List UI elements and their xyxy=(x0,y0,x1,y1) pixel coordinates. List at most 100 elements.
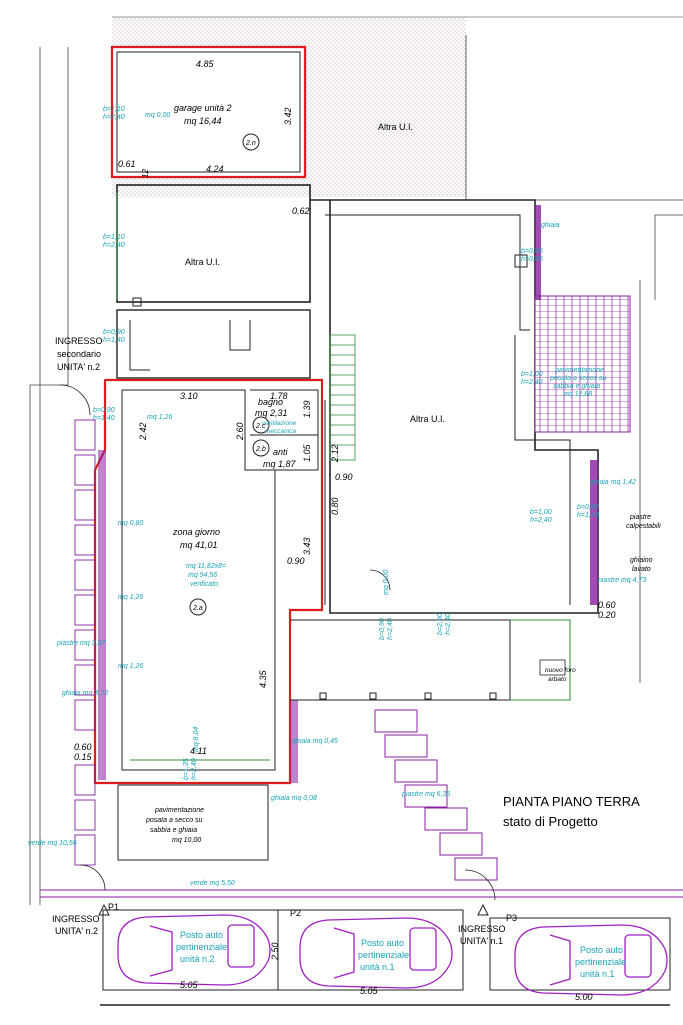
garage-room xyxy=(110,45,307,179)
living-dim-260: 2.60 xyxy=(235,422,245,441)
room-tags xyxy=(189,133,270,616)
rz-b290a: b=2,90 xyxy=(437,613,444,635)
rz-piastre-calp1: piastre xyxy=(629,514,651,521)
entry-markers xyxy=(98,903,489,916)
middle-unit-walls xyxy=(116,184,311,379)
ingresso-sec-2: secondario xyxy=(57,349,101,359)
living-dim-bottom: 4.11 xyxy=(190,746,207,756)
garage-dim-small2: 12 xyxy=(141,169,150,178)
garage-dim-right: 3.42 xyxy=(283,107,293,125)
bath-dim-105: 1.05 xyxy=(302,443,312,462)
parking-p1: P1 xyxy=(108,902,119,912)
living-dim-343: 3.43 xyxy=(302,537,312,555)
rz-b090: b=0,90 xyxy=(379,618,386,640)
ingresso2-1: INGRESSO xyxy=(52,914,100,924)
bath-dim-top: 1.78 xyxy=(270,391,288,401)
right-unit-walls xyxy=(310,199,599,614)
rz-hb4: b=1,00 xyxy=(530,509,552,516)
rz-ghiaino1: ghiaino xyxy=(630,557,653,564)
parking2-label1: Posto auto xyxy=(361,938,404,948)
anti-name: anti xyxy=(273,447,289,457)
living-calc1: mq 11,82x8= xyxy=(186,563,226,570)
rz-nuovo1: nuovo foro xyxy=(545,667,576,674)
label-altra-right: Altra U.I. xyxy=(410,414,445,424)
living-hb2: b=1,35 xyxy=(183,758,190,780)
living-w3: mq 1,26 xyxy=(118,594,143,601)
parking1-label2: pertinenziale xyxy=(176,942,227,952)
rz-hb1: b=0,90 xyxy=(521,248,543,255)
living-hb: b=0,90 xyxy=(93,407,115,414)
stepping-stones xyxy=(374,709,498,881)
living-dim-804: mq 8,04 xyxy=(193,727,200,752)
bath-vent1: ventilazione xyxy=(262,420,297,427)
garage-hb: b=1,10 xyxy=(103,106,125,113)
garage-hh: h=2,40 xyxy=(103,114,125,121)
rz-pav4: mq 12,88 xyxy=(563,391,592,398)
bath-name: bagno xyxy=(258,397,283,407)
bottom-dim-015: 0.15 xyxy=(74,752,93,762)
rz-hb2: b=1,00 xyxy=(521,371,543,378)
rz-h240a: h=2,40 xyxy=(445,613,452,635)
bath-dim-080: 0.80 xyxy=(330,497,340,515)
ingresso1-1: INGRESSO xyxy=(458,924,506,934)
living-tag: 2.a xyxy=(192,605,203,612)
car-2 xyxy=(299,917,453,989)
unit-2-walls xyxy=(93,378,324,785)
ingresso2-2: UNITA' n.2 xyxy=(55,926,98,936)
living-dim-left: 2.42 xyxy=(138,422,148,441)
bath-tag-c: 2.c xyxy=(255,423,266,430)
right-paved-area xyxy=(534,205,631,605)
living-dim-top: 3.10 xyxy=(180,391,198,401)
garage-area: mq 16,44 xyxy=(184,116,222,126)
bath-dim-139: 1.39 xyxy=(302,400,312,418)
rz-nuovo2: arbato xyxy=(548,676,567,683)
living-hh2: h=2,40 xyxy=(191,758,198,780)
ingresso-sec-1: INGRESSO xyxy=(55,336,103,346)
rz-pav2: posata a secco su xyxy=(549,375,607,382)
bottom-ghiaia-373: ghiaia mq 3,73 xyxy=(62,690,108,697)
bath-dim-212: 2.12 xyxy=(330,444,340,463)
ing-hh: h=1,40 xyxy=(103,337,125,344)
parking-p3: P3 xyxy=(506,913,517,923)
bottom-pav3: sabbia e ghiaia xyxy=(150,827,197,834)
ingresso-sec-3: UNITA' n.2 xyxy=(57,362,100,372)
living-hh: h=1,40 xyxy=(93,415,115,422)
parking2-label2: pertinenziale xyxy=(358,950,409,960)
living-calc2: mq 94,56 xyxy=(188,572,217,579)
parking-dim-505a: 5.05 xyxy=(180,980,199,990)
label-altra-mid: Altra U.I. xyxy=(185,257,220,267)
living-w1: mq 1,26 xyxy=(147,414,172,421)
parking3-label2: pertinenziale xyxy=(575,957,626,967)
rz-pav1: pavimentazione xyxy=(554,367,604,374)
bottom-garden xyxy=(40,784,683,898)
rz-ghiaino2: lavato xyxy=(632,566,651,573)
rz-piastre-calp2: calpestabili xyxy=(626,523,661,530)
rz-hh2: h=2,40 xyxy=(521,379,543,386)
rz-hb3: b=0,90 xyxy=(577,504,599,511)
garage-mq: mq 0,00 xyxy=(145,112,170,119)
car-1 xyxy=(117,914,271,986)
rz-piastre-473: piastre mq 4,73 xyxy=(597,577,646,584)
living-dim-right: 4.35 xyxy=(258,669,268,688)
bath-area: mq 2,31 xyxy=(255,408,288,418)
bottom-pav1: pavimentazione xyxy=(154,807,204,814)
mid-hb: b=1,10 xyxy=(103,234,125,241)
parking-p2: P2 xyxy=(290,908,301,918)
rz-ghiaia-top: ghiaia xyxy=(541,222,560,229)
mid-hh: h=2,40 xyxy=(103,242,125,249)
bath-vent2: meccanica xyxy=(265,428,296,435)
living-area: mq 41,01 xyxy=(180,540,218,550)
parking3-label1: Posto auto xyxy=(580,945,623,955)
rz-mq000: mq 0,00 xyxy=(383,570,390,595)
parking2-unit: unità n.1 xyxy=(360,962,395,972)
living-w4: mq 1,26 xyxy=(118,663,143,670)
bottom-pav4: mq 10,00 xyxy=(172,837,201,844)
car-3 xyxy=(514,924,668,996)
parking-dim-505b: 5.05 xyxy=(360,986,379,996)
bottom-ghiaia-008: ghiaia mq 0,08 xyxy=(271,795,317,802)
rz-hh4: h=2,40 xyxy=(530,517,552,524)
parking-dim-250: 2.50 xyxy=(270,942,280,961)
parking1-unit: unità n.2 xyxy=(180,954,215,964)
anti-tag-b: 2.b xyxy=(255,446,266,453)
